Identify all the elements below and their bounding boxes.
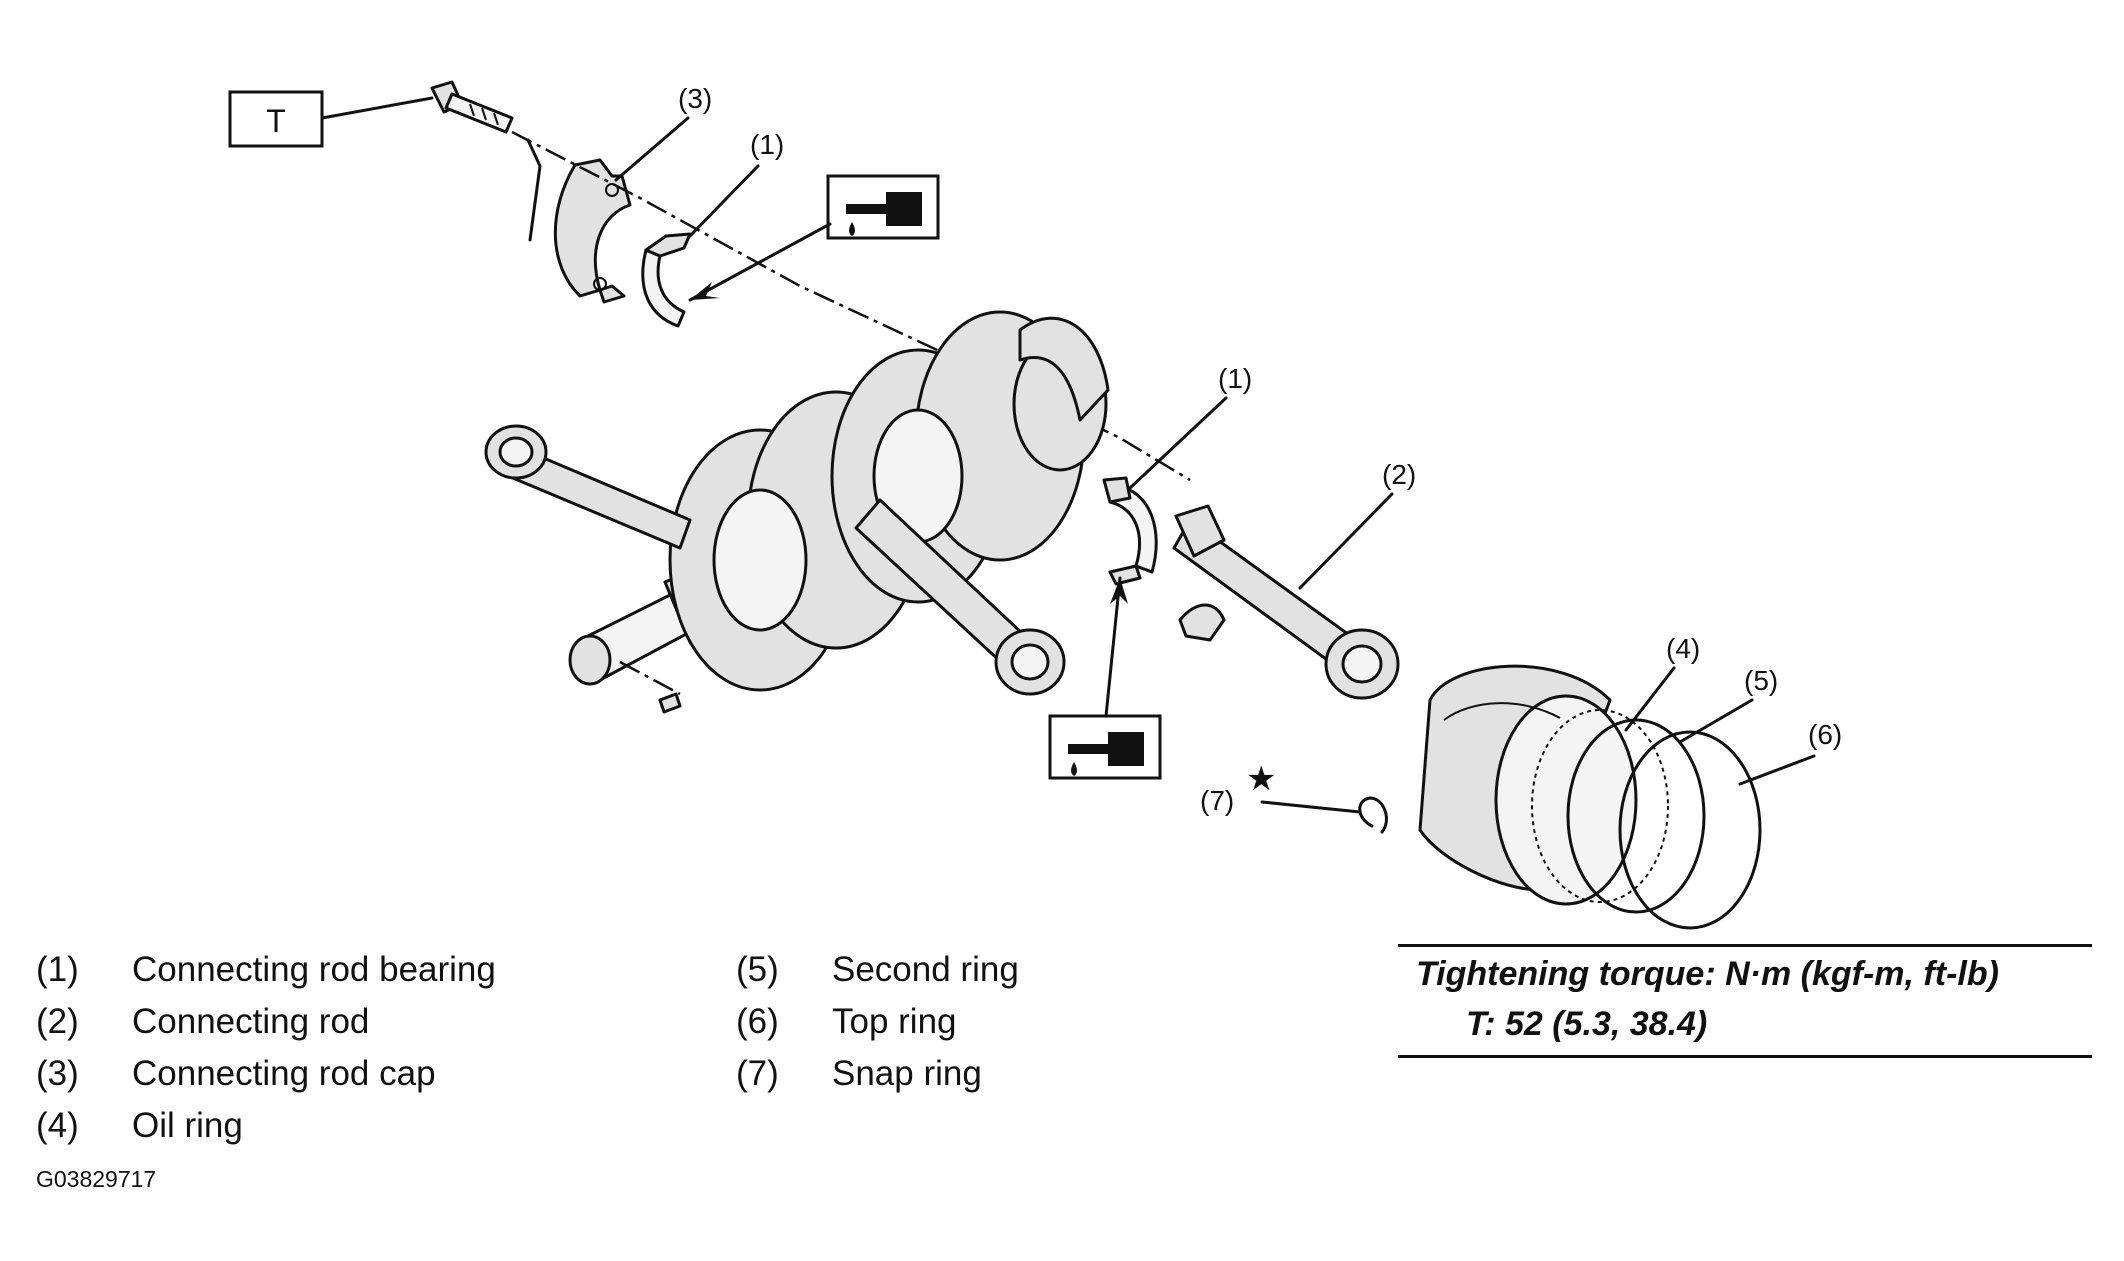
- figure-id: G03829717: [36, 1166, 157, 1192]
- legend-number: (6): [736, 1002, 779, 1041]
- legend-label: Second ring: [832, 950, 1019, 989]
- legend-right: (5) Second ring (6) Top ring (7) Snap ring: [736, 944, 1019, 1100]
- leader-2: [1298, 492, 1394, 590]
- legend-left: (1) Connecting rod bearing (2) Connecting …: [36, 944, 496, 1152]
- leader-1-top: [688, 164, 760, 238]
- legend-label: Connecting rod cap: [132, 1054, 436, 1093]
- leader-6: [1738, 754, 1816, 786]
- second-ring: [1566, 718, 1706, 914]
- leader-7: [1260, 800, 1362, 814]
- rod-cap-bolt: [430, 80, 542, 242]
- legend-label: Snap ring: [832, 1054, 982, 1093]
- callout-5: (5): [1744, 665, 1778, 696]
- legend-number: (4): [36, 1106, 79, 1145]
- torque-tag: T: [228, 90, 434, 148]
- leader-3: [614, 116, 690, 182]
- callout-3: (3): [678, 83, 712, 114]
- connecting-rod: [1172, 504, 1400, 700]
- legend-item: (1) Connecting rod bearing: [36, 944, 496, 996]
- callout-1-mid: (1): [1218, 363, 1252, 394]
- torque-tag-label: T: [266, 103, 286, 139]
- callout-2: (2): [1382, 459, 1416, 490]
- snap-ring: [1358, 796, 1388, 834]
- oil-application-icon: [688, 174, 940, 302]
- leader-1-mid: [1128, 396, 1228, 490]
- leader-5: [1678, 698, 1754, 744]
- legend-item: (5) Second ring: [736, 944, 1019, 996]
- star-icon: ★: [1246, 760, 1276, 798]
- callout-6: (6): [1808, 719, 1842, 750]
- connecting-rod-bearing-upper: [641, 232, 692, 328]
- legend-item: (7) Snap ring: [736, 1048, 1019, 1100]
- legend-item: (3) Connecting rod cap: [36, 1048, 496, 1100]
- legend-number: (3): [36, 1054, 79, 1093]
- legend-number: (7): [736, 1054, 779, 1093]
- connecting-rod-rear: [484, 424, 692, 550]
- legend-item: (6) Top ring: [736, 996, 1019, 1048]
- legend-label: Oil ring: [132, 1106, 243, 1145]
- connecting-rod-front: [854, 498, 1066, 696]
- callout-7: (7): [1200, 785, 1234, 816]
- connecting-rod-cap: [553, 158, 632, 304]
- top-ring: [1618, 730, 1762, 930]
- oil-application-icon: [1048, 576, 1162, 780]
- callout-1-top: (1): [750, 129, 784, 160]
- legend-number: (1): [36, 950, 79, 989]
- legend-label: Top ring: [832, 1002, 957, 1041]
- legend-label: Connecting rod bearing: [132, 950, 496, 989]
- legend-item: (4) Oil ring: [36, 1100, 496, 1152]
- piston: [1418, 664, 1638, 906]
- callout-4: (4): [1666, 633, 1700, 664]
- torque-spec-box: Tightening torque: N·m (kgf-m, ft-lb) T:…: [1398, 944, 2092, 1058]
- connecting-rod-bearing-lower: [1102, 476, 1158, 586]
- oil-ring: [1531, 709, 1669, 903]
- alignment-line: [511, 130, 1191, 482]
- legend-item: (2) Connecting rod: [36, 996, 496, 1048]
- legend-number: (5): [736, 950, 779, 989]
- torque-value: T: 52 (5.3, 38.4): [1466, 1005, 1708, 1043]
- legend-label: Connecting rod: [132, 1002, 370, 1041]
- torque-heading: Tightening torque: N·m (kgf-m, ft-lb): [1416, 955, 1999, 993]
- legend-number: (2): [36, 1002, 79, 1041]
